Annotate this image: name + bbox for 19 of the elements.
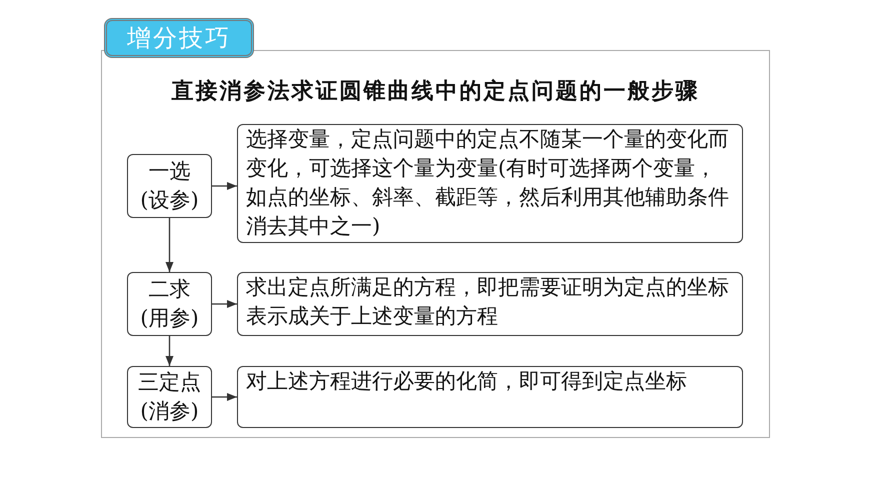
section-tab: 增分技巧	[104, 18, 254, 58]
step-text: 二求	[148, 276, 190, 303]
arrow	[166, 336, 174, 366]
description-box: 求出定点所满足的方程，即把需要证明为定点的坐标表示成关于上述变量的方程	[237, 272, 743, 336]
title: 直接消参法求证圆锥曲线中的定点问题的一般步骤	[170, 78, 700, 106]
step-text: (用参)	[140, 305, 199, 332]
arrow	[212, 393, 237, 401]
description-box: 对上述方程进行必要的化简，即可得到定点坐标	[237, 366, 743, 428]
arrow	[166, 218, 174, 272]
arrow	[212, 182, 237, 190]
arrow	[212, 300, 237, 308]
step-text: 一选	[148, 158, 190, 185]
step-text: (设参)	[140, 187, 199, 214]
step-box	[127, 366, 212, 428]
step-box	[127, 272, 212, 336]
step-box	[127, 154, 212, 218]
step-text: 三定点	[138, 369, 201, 396]
description-box: 选择变量，定点问题中的定点不随某一个量的变化而变化，可选择这个量为变量(有时可选择两个变量，如点的坐标、斜率、截距等，然后利用其他辅助条件消去其中之一)	[237, 124, 743, 243]
step-text: (消参)	[140, 398, 199, 425]
